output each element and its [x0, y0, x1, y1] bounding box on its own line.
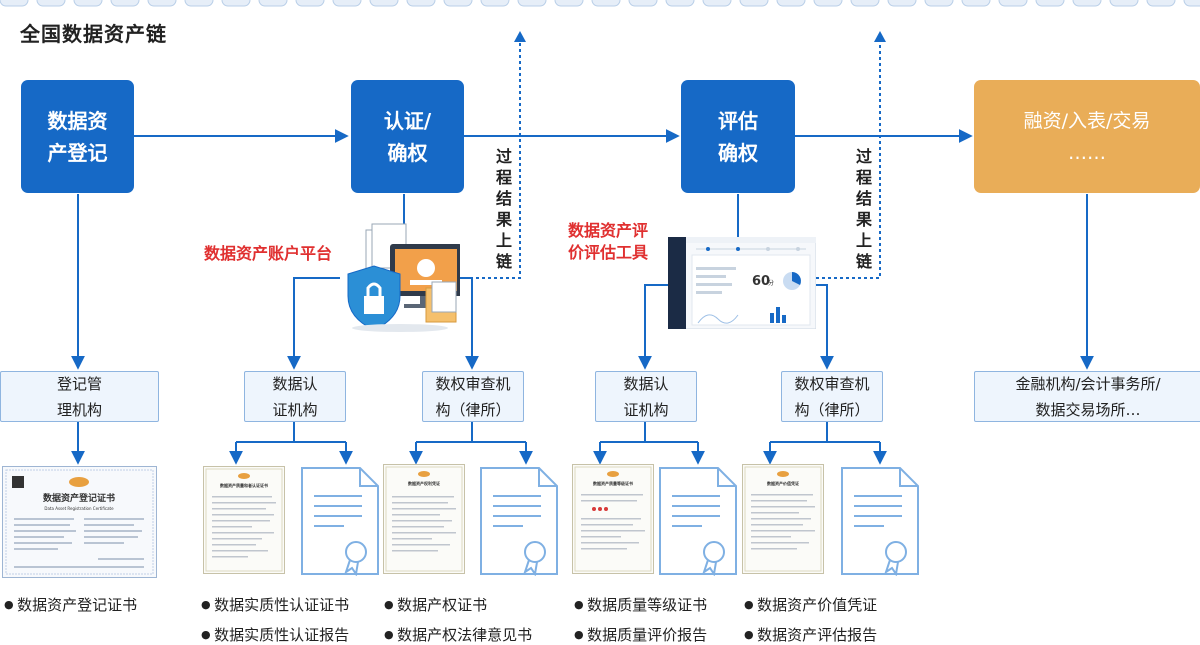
org-finance: 金融机构/会计事务所/ 数据交易场所…	[974, 371, 1200, 422]
stage-register: 数据资 产登记	[21, 80, 134, 193]
stage-certify: 认证/ 确权	[351, 80, 464, 193]
org-law-2: 数权审查机 构（律所）	[781, 371, 883, 422]
stage-evaluate: 评估 确权	[681, 80, 795, 193]
dashboard-score: 60	[752, 274, 770, 289]
output-quality-report: 数据实质性认证报告	[201, 624, 349, 645]
dashboard-score-suffix: 分	[768, 279, 774, 287]
property-certificate: 数据资产权利凭证	[383, 464, 465, 574]
quality-certificate: 数据资产质量和者认证证书	[203, 466, 285, 574]
output-property-opinion: 数据产权法律意见书	[384, 624, 532, 645]
chain-decoration-strip	[0, 0, 1200, 7]
quality-report-icon	[301, 467, 379, 576]
eval-tool-dashboard: 60 分	[668, 237, 816, 329]
account-platform-label: 数据资产账户平台	[204, 244, 333, 263]
value-report-icon	[841, 467, 919, 576]
output-property-cert: 数据产权证书	[384, 594, 487, 615]
upload-label-1: 过程结果上链	[495, 147, 512, 271]
property-opinion-icon	[480, 467, 558, 576]
output-value-report: 数据资产评估报告	[744, 624, 877, 645]
upload-label-2: 过程结果上链	[855, 147, 872, 271]
registry-cert-title: 数据资产登记证书	[43, 492, 115, 504]
org-cert-1: 数据认 证机构	[244, 371, 346, 422]
page-title: 全国数据资产链	[20, 22, 167, 46]
output-quality-cert: 数据实质性认证证书	[201, 594, 349, 615]
output-grade-report: 数据质量评价报告	[574, 624, 707, 645]
account-platform-illustration	[347, 223, 460, 332]
registry-certificate: 数据资产登记证书 Data Asset Registration Certifi…	[2, 466, 157, 578]
output-value-cert: 数据资产价值凭证	[744, 594, 877, 615]
eval-tool-label: 数据资产评 价评估工具	[568, 221, 649, 262]
output-registry-cert: 数据资产登记证书	[4, 594, 137, 615]
value-certificate: 数据资产价值凭证	[742, 464, 824, 574]
output-grade-cert: 数据质量等级证书	[574, 594, 707, 615]
upload-path-2	[810, 38, 881, 279]
registry-cert-subtitle: Data Asset Registration Certificate	[44, 506, 114, 511]
org-law-1: 数权审查机 构（律所）	[422, 371, 524, 422]
value-cert-title: 数据资产价值凭证	[766, 480, 799, 486]
grade-report-icon	[659, 467, 737, 576]
grade-certificate: 数据资产质量等级证书	[572, 464, 654, 574]
upload-path-1	[452, 38, 521, 279]
org-registry: 登记管 理机构	[0, 371, 159, 422]
org-cert-2: 数据认 证机构	[595, 371, 697, 422]
property-cert-title: 数据资产权利凭证	[407, 480, 440, 486]
stage-finance: 融资/入表/交易 ……	[974, 80, 1200, 193]
quality-cert-title: 数据资产质量和者认证证书	[219, 482, 268, 488]
grade-cert-title: 数据资产质量等级证书	[592, 480, 633, 486]
